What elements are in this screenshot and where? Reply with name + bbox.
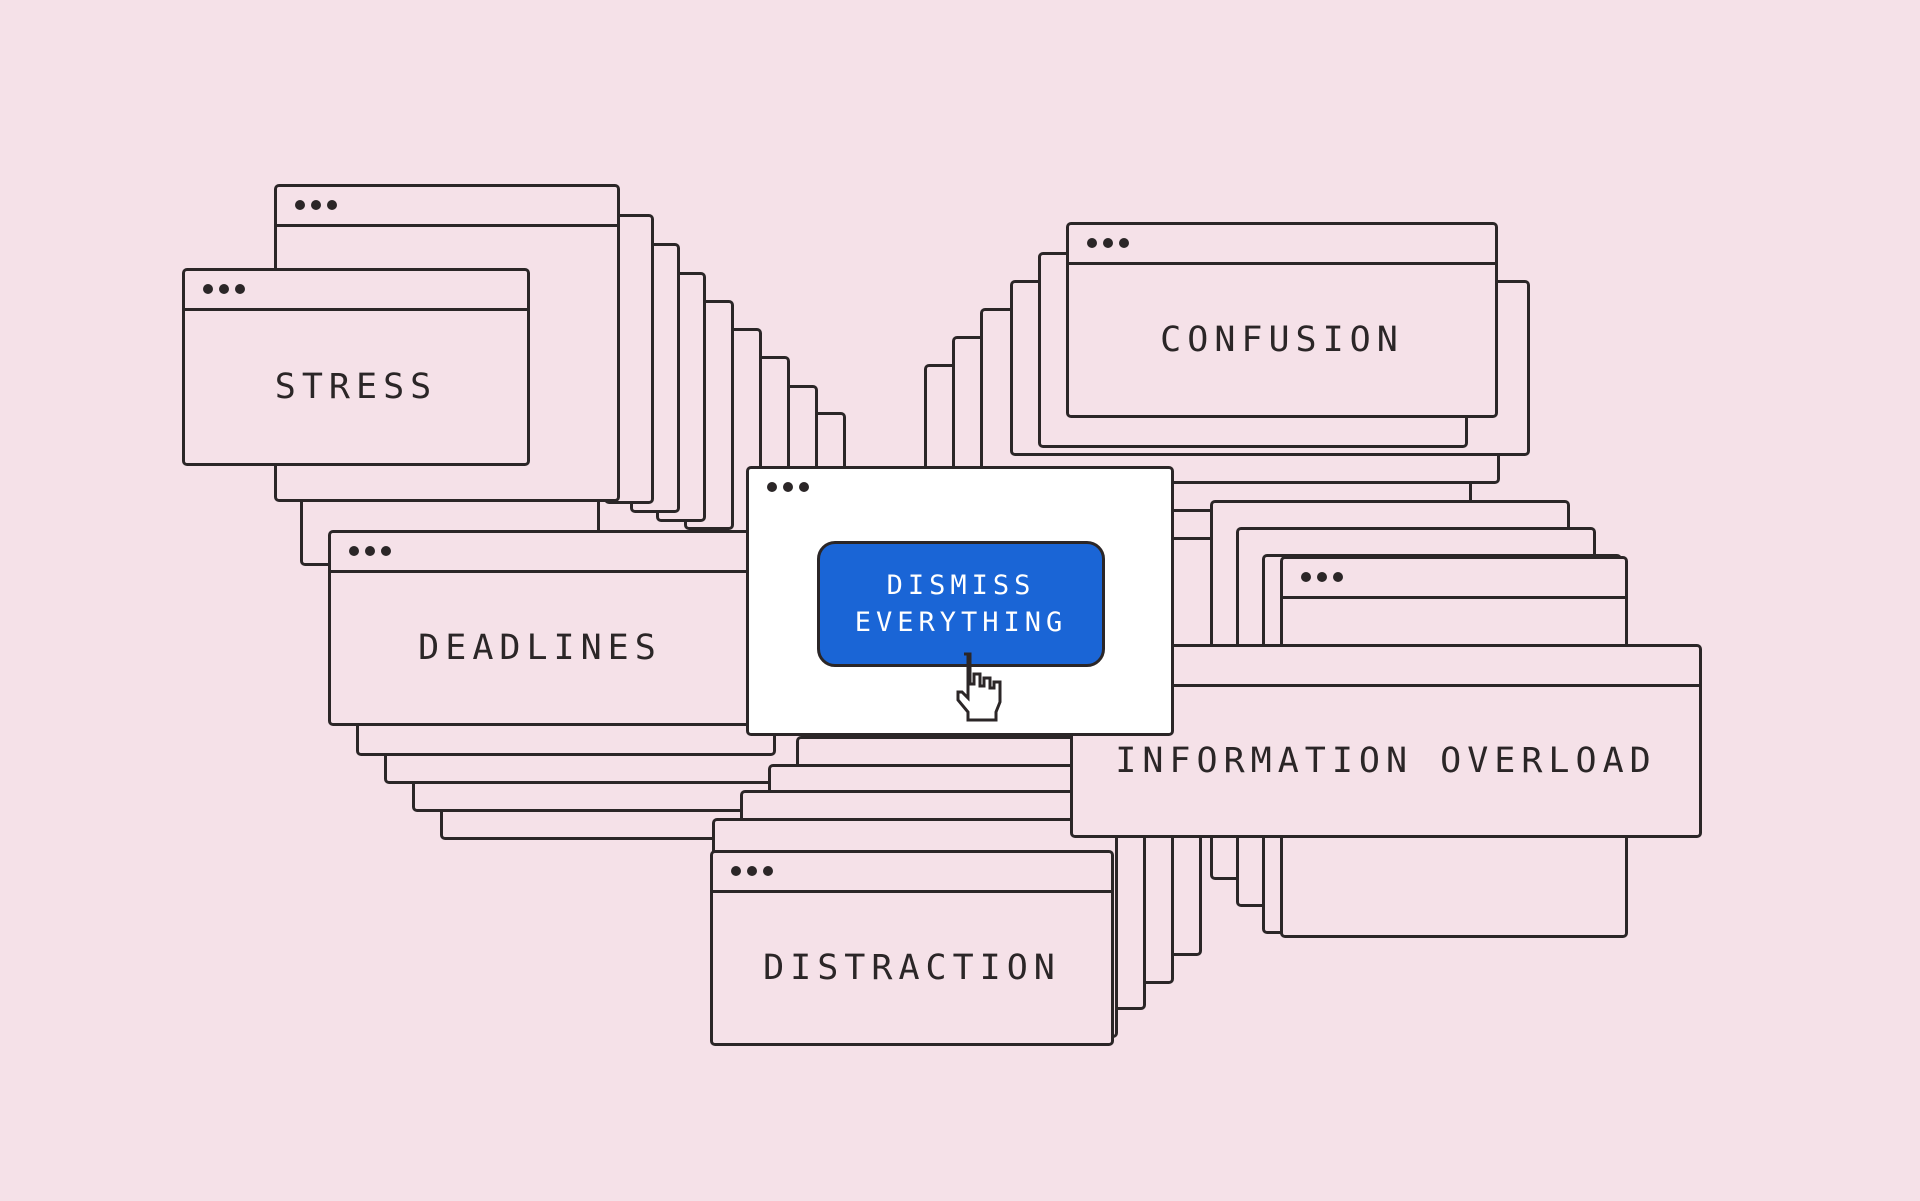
window-dots-icon <box>349 546 391 556</box>
window-titlebar <box>185 271 527 311</box>
hand-pointer-icon <box>956 652 1002 722</box>
dismiss-button-label-line2: EVERYTHING <box>854 607 1068 638</box>
window-dots-icon <box>1087 238 1129 248</box>
window-confusion: CONFUSION <box>1066 222 1498 418</box>
window-dots-icon <box>731 866 773 876</box>
window-dots-icon <box>203 284 245 294</box>
window-distraction: DISTRACTION <box>710 850 1114 1046</box>
window-deadlines: DEADLINES <box>328 530 752 726</box>
window-titlebar <box>713 853 1111 893</box>
window-titlebar <box>331 533 749 573</box>
dismiss-everything-button[interactable]: DISMISS EVERYTHING <box>817 541 1105 667</box>
window-dots-icon <box>1301 572 1343 582</box>
window-stress: STRESS <box>182 268 530 466</box>
window-titlebar <box>1069 225 1495 265</box>
window-label-distraction: DISTRACTION <box>763 948 1061 988</box>
window-dots-icon <box>767 482 809 492</box>
window-label-stress: STRESS <box>274 367 438 407</box>
dismiss-button-label-line1: DISMISS <box>886 570 1036 601</box>
window-titlebar <box>277 187 617 227</box>
window-label-confusion: CONFUSION <box>1160 320 1404 360</box>
window-label-information-overload: INFORMATION OVERLOAD <box>1115 741 1657 781</box>
window-titlebar <box>1283 559 1625 599</box>
window-titlebar <box>1073 647 1699 687</box>
window-titlebar <box>749 469 1171 509</box>
window-information-overload: INFORMATION OVERLOAD <box>1070 644 1702 838</box>
window-dots-icon <box>295 200 337 210</box>
window-label-deadlines: DEADLINES <box>418 628 662 668</box>
